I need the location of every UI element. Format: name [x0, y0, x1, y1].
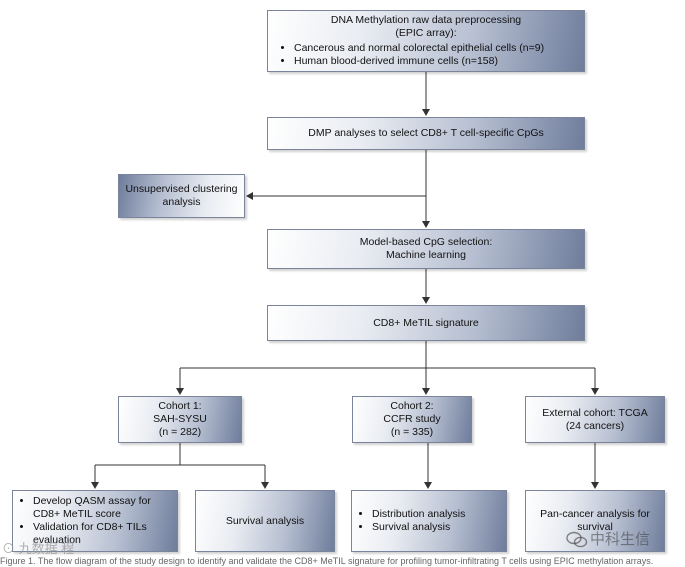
dmp-title: DMP analyses to select CD8+ T cell-speci…	[308, 127, 544, 139]
list-item: Develop QASM assay for CD8+ MeTIL score	[33, 495, 177, 521]
distribution-list: Distribution analysis Survival analysis	[358, 508, 506, 534]
clustering-line2: analysis	[162, 196, 201, 208]
preprocessing-list: Cancerous and normal colorectal epitheli…	[268, 42, 584, 68]
node-signature: CD8+ MeTIL signature	[267, 305, 585, 341]
node-clustering: Unsupervised clustering analysis	[118, 174, 245, 218]
cohort2-line2: CCFR study	[383, 413, 441, 425]
cohort1-line3: (n = 282)	[158, 426, 202, 438]
cohort3-line1: External cohort: TCGA	[542, 406, 648, 419]
pancancer-line2: survival	[577, 521, 613, 533]
node-preprocessing: DNA Methylation raw data preprocessing (…	[267, 10, 585, 72]
node-pancancer: Pan-cancer analysis for survival	[525, 490, 665, 552]
list-item: Validation for CD8+ TILs evaluation	[33, 521, 177, 547]
pancancer-line1: Pan-cancer analysis for	[540, 508, 650, 520]
node-model: Model-based CpG selection: Machine learn…	[267, 229, 585, 269]
node-distribution: Distribution analysis Survival analysis	[351, 490, 507, 552]
node-cohort-tcga: External cohort: TCGA (24 cancers)	[525, 396, 665, 443]
cohort3-line2: (24 cancers)	[565, 419, 625, 432]
watermark-left-text: 九数据 程	[18, 541, 75, 556]
preprocessing-title: DNA Methylation raw data preprocessing	[330, 14, 522, 26]
node-cohort1: Cohort 1: SAH-SYSU (n = 282)	[118, 396, 242, 443]
list-item: Cancerous and normal colorectal epitheli…	[294, 42, 584, 55]
node-survival-analysis: Survival analysis	[195, 490, 335, 552]
watermark-left: ⊙ 九数据 程	[2, 538, 74, 557]
cohort1-line1: Cohort 1:	[158, 400, 202, 412]
clustering-line1: Unsupervised clustering	[125, 183, 238, 195]
watermark-right: 中科生信	[566, 528, 650, 549]
node-cohort2: Cohort 2: CCFR study (n = 335)	[352, 396, 472, 443]
cohort2-line3: (n = 335)	[390, 426, 434, 438]
survival1-title: Survival analysis	[225, 514, 305, 527]
preprocessing-subtitle: (EPIC array):	[395, 27, 457, 39]
cohort2-line1: Cohort 2:	[390, 400, 434, 412]
watermark-right-text: 中科生信	[590, 531, 651, 548]
wechat-icon	[566, 531, 588, 548]
node-dmp: DMP analyses to select CD8+ T cell-speci…	[267, 117, 585, 150]
list-item: Distribution analysis	[372, 508, 506, 521]
model-line1: Model-based CpG selection:	[359, 236, 493, 248]
list-item: Survival analysis	[372, 521, 506, 534]
figure-caption: Figure 1. The flow diagram of the study …	[0, 556, 654, 566]
signature-title: CD8+ MeTIL signature	[373, 316, 479, 329]
model-line2: Machine learning	[386, 249, 466, 261]
cohort1-line2: SAH-SYSU	[153, 413, 207, 425]
qasm-list: Develop QASM assay for CD8+ MeTIL score …	[19, 495, 177, 547]
watermark-logo-icon: ⊙	[2, 541, 16, 556]
list-item: Human blood-derived immune cells (n=158)	[294, 55, 584, 68]
node-qasm: Develop QASM assay for CD8+ MeTIL score …	[12, 490, 178, 552]
